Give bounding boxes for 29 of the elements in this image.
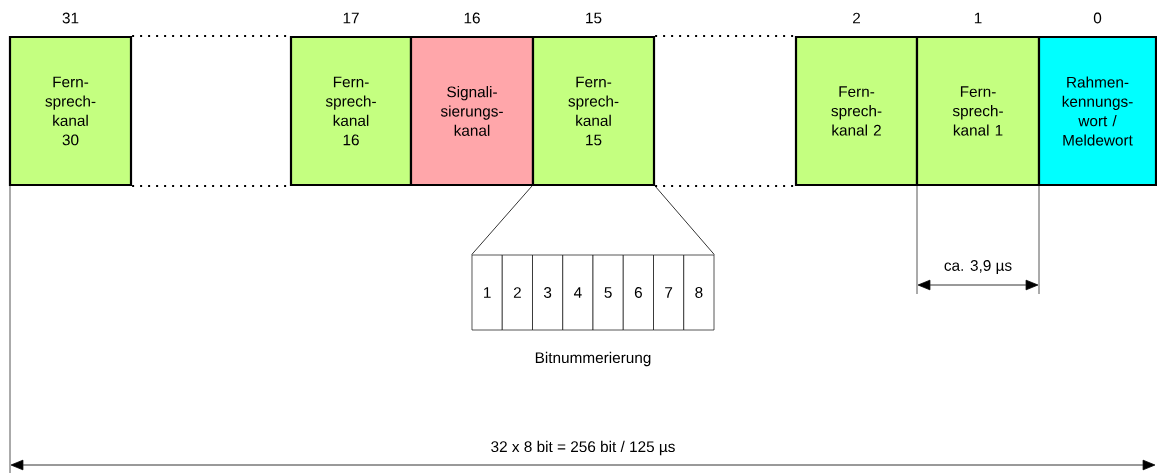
- bit-cell: 7: [653, 254, 685, 331]
- bit-cell: 6: [622, 254, 654, 331]
- bit-cell: 4: [562, 254, 594, 331]
- slot-number: 31: [62, 12, 79, 24]
- channel-box: Fern- sprech- kanal 16: [289, 35, 413, 187]
- bit-cell: 1: [471, 254, 503, 331]
- dotted-line: [654, 34, 796, 37]
- channel-box: Rahmen- kennungs- wort / Meldewort: [1037, 35, 1157, 187]
- slot-number: 15: [586, 12, 602, 24]
- slot-number: 16: [464, 12, 480, 24]
- bit-cell: 3: [532, 254, 564, 331]
- channel-box: Signali- sierungs- kanal: [409, 35, 535, 187]
- channel-box: Fern- sprech- kanal 2: [794, 35, 919, 187]
- channel-box: Fern- sprech- kanal 1: [915, 35, 1041, 187]
- dotted-line: [654, 185, 796, 188]
- zoom-line: [654, 185, 715, 256]
- bit-cell: 5: [592, 254, 624, 331]
- dimension-label: ca. 3,9 µs: [944, 260, 1012, 274]
- zoom-line: [471, 185, 533, 256]
- slot-number: 0: [1093, 12, 1102, 24]
- slot-number: 2: [853, 12, 860, 24]
- dimension-label: 32 x 8 bit = 256 bit / 125 µs: [491, 440, 675, 456]
- caption-text: Bitnummerierung: [535, 351, 651, 367]
- channel-box: Fern- sprech- kanal 30: [8, 35, 133, 187]
- slot-number: 1: [974, 12, 982, 24]
- bit-cell: 8: [683, 254, 715, 331]
- channel-box: Fern- sprech- kanal 15: [531, 35, 656, 187]
- bit-cell: 2: [501, 254, 533, 331]
- slot-number: 17: [343, 12, 359, 24]
